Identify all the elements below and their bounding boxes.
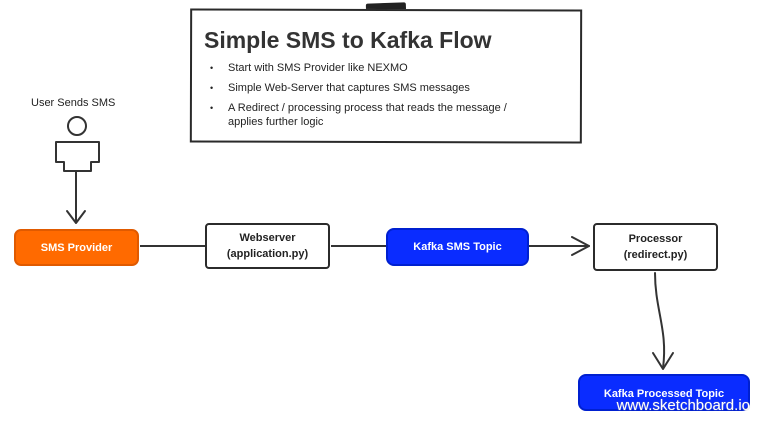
user-label: User Sends SMS <box>31 97 116 109</box>
webserver-file: (application.py) <box>226 248 309 260</box>
processor-file: (redirect.py) <box>623 249 688 261</box>
processor-node[interactable]: Processor (redirect.py) <box>593 223 718 271</box>
arrow-down-curve-icon <box>652 272 674 370</box>
note-bullet: Simple Web-Server that captures SMS mess… <box>210 81 560 95</box>
note-title: Simple SMS to Kafka Flow <box>204 27 492 53</box>
kafka-processed-topic-node[interactable]: Kafka Processed Topic <box>578 374 750 411</box>
note-bullet: Start with SMS Provider like NEXMO <box>210 61 560 75</box>
note-bullet: A Redirect / processing process that rea… <box>210 101 560 129</box>
kafka-sms-topic-label: Kafka SMS Topic <box>413 241 502 253</box>
user-icon <box>55 116 100 172</box>
arrow-right-icon <box>528 236 590 256</box>
watermark: www.sketchboard.io <box>616 397 750 414</box>
sms-provider-node[interactable]: SMS Provider <box>14 229 139 266</box>
webserver-node[interactable]: Webserver (application.py) <box>205 223 330 269</box>
kafka-sms-topic-node[interactable]: Kafka SMS Topic <box>386 228 529 266</box>
processor-title: Processor <box>628 233 683 245</box>
webserver-title: Webserver <box>239 232 296 244</box>
note-bullet-list: Start with SMS Provider like NEXMO Simpl… <box>210 61 560 135</box>
kafka-processed-topic-label: Kafka Processed Topic <box>603 388 725 400</box>
arrow-down-icon <box>66 171 86 224</box>
sms-provider-label: SMS Provider <box>40 241 113 254</box>
